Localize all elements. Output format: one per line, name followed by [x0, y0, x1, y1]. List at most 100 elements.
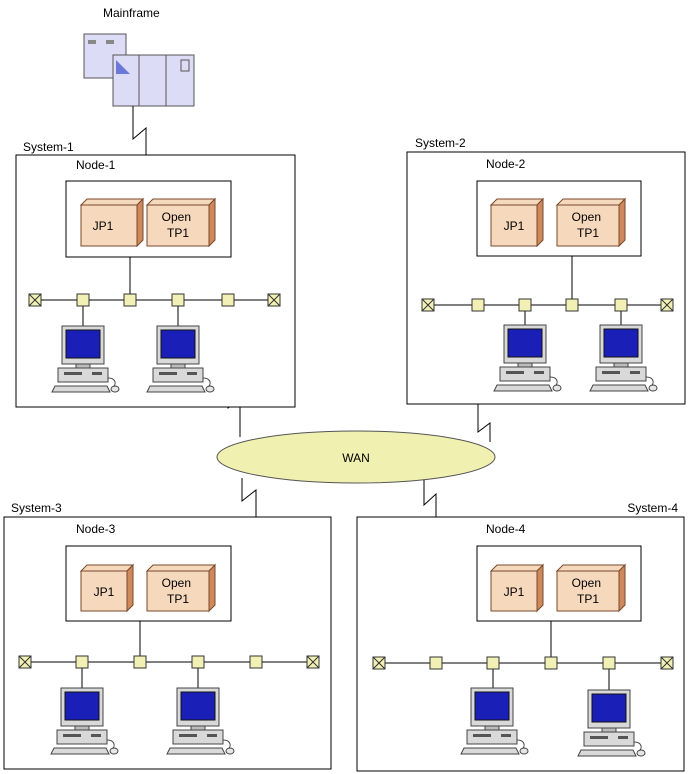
system-unit — [595, 366, 647, 382]
tap-square — [75, 655, 89, 669]
open-tp1-box: Open TP1 — [555, 197, 627, 248]
system-unit — [583, 731, 635, 747]
jp1-box: JP1 — [79, 197, 145, 248]
tap-connector — [249, 655, 263, 669]
tap-square — [221, 293, 235, 307]
tap-square — [565, 298, 579, 312]
tap-square — [123, 293, 137, 307]
box-top — [489, 564, 545, 572]
mouse-cable — [222, 739, 231, 749]
tap-square — [429, 656, 443, 670]
terminator-icon — [267, 293, 281, 307]
component-label: JP1 — [504, 585, 525, 599]
drive-slot — [534, 371, 544, 374]
terminator-cross — [306, 655, 320, 669]
mouse-cable — [645, 376, 654, 386]
box-front — [490, 570, 538, 612]
box-front — [490, 204, 538, 247]
terminator-icon — [372, 656, 386, 670]
tap-connector — [544, 656, 558, 670]
terminator-cross — [267, 293, 281, 307]
terminator-cross — [372, 656, 386, 670]
mouse-cable — [202, 377, 211, 387]
box-side — [618, 563, 626, 613]
terminator-cross — [18, 655, 32, 669]
mouse-cable — [549, 376, 558, 386]
tap-connector — [191, 655, 205, 669]
system-unit — [152, 367, 204, 383]
drive-slot — [618, 736, 628, 739]
box-side — [618, 197, 626, 248]
tap-connector — [565, 298, 579, 312]
tap-square — [76, 293, 90, 307]
jp1-box: JP1 — [489, 563, 545, 613]
monitor-screen — [591, 693, 627, 723]
box-top — [79, 564, 135, 572]
computer-icon — [146, 325, 215, 393]
node-label: Node-4 — [486, 522, 526, 536]
terminator-cross — [660, 656, 674, 670]
box-top — [555, 564, 627, 572]
computer-icon — [460, 687, 529, 755]
tap-connector — [518, 298, 532, 312]
drive-slot — [91, 734, 101, 737]
drive-slot — [159, 372, 177, 375]
tap-connector — [602, 656, 616, 670]
tap-connector — [76, 293, 90, 307]
mainframe-panel-icon — [116, 60, 130, 74]
system-label: System-2 — [415, 136, 466, 150]
mainframe-cabinet-front — [112, 54, 195, 107]
keyboard — [493, 384, 553, 392]
component-label: Open TP1 — [162, 210, 195, 240]
drive-slot — [602, 371, 620, 374]
terminator-icon — [660, 298, 674, 312]
monitor-screen — [64, 691, 100, 721]
component-label-line: Open — [162, 210, 191, 224]
mouse — [636, 749, 646, 757]
terminator-icon — [28, 293, 42, 307]
drive-slot — [179, 734, 197, 737]
mouse — [552, 384, 562, 392]
component-label-line: Open — [572, 210, 601, 224]
tap-connector — [614, 298, 628, 312]
monitor-screen — [474, 691, 510, 721]
monitor-stand — [190, 725, 206, 731]
box-front — [146, 570, 210, 612]
monitor-stand — [75, 363, 91, 369]
tap-square — [614, 298, 628, 312]
mouse-cable — [107, 377, 116, 387]
tap-connector — [471, 298, 485, 312]
monitor-screen — [603, 328, 639, 358]
component-label: Open TP1 — [572, 210, 605, 240]
open-tp1-box: Open TP1 — [145, 563, 217, 613]
system-unit — [466, 729, 518, 745]
tap-connector — [429, 656, 443, 670]
terminator-icon — [306, 655, 320, 669]
monitor-screen — [65, 329, 101, 359]
drive-slot — [506, 371, 524, 374]
component-label: Open TP1 — [572, 576, 605, 606]
terminator-icon — [660, 656, 674, 670]
computer-icon — [166, 687, 235, 755]
tap-square — [191, 655, 205, 669]
tap-square — [171, 293, 185, 307]
drive-slot — [590, 736, 608, 739]
drive-slot — [473, 734, 491, 737]
keyboard — [50, 747, 110, 755]
keyboard — [577, 749, 637, 757]
system-4: System-4 Node-4 JP1 Open TP1 — [356, 501, 685, 772]
terminator-icon — [421, 298, 435, 312]
system-unit — [56, 729, 108, 745]
tap-square — [249, 655, 263, 669]
box-front — [80, 570, 128, 612]
open-tp1-box: Open TP1 — [555, 563, 627, 613]
computer-icon — [589, 324, 658, 392]
box-top — [489, 198, 545, 206]
monitor-stand — [613, 362, 629, 368]
drive-slot — [63, 734, 81, 737]
box-side — [536, 197, 544, 248]
system-label: System-3 — [11, 501, 62, 515]
mainframe-indicator — [88, 40, 96, 44]
jp1-box: JP1 — [79, 563, 135, 613]
